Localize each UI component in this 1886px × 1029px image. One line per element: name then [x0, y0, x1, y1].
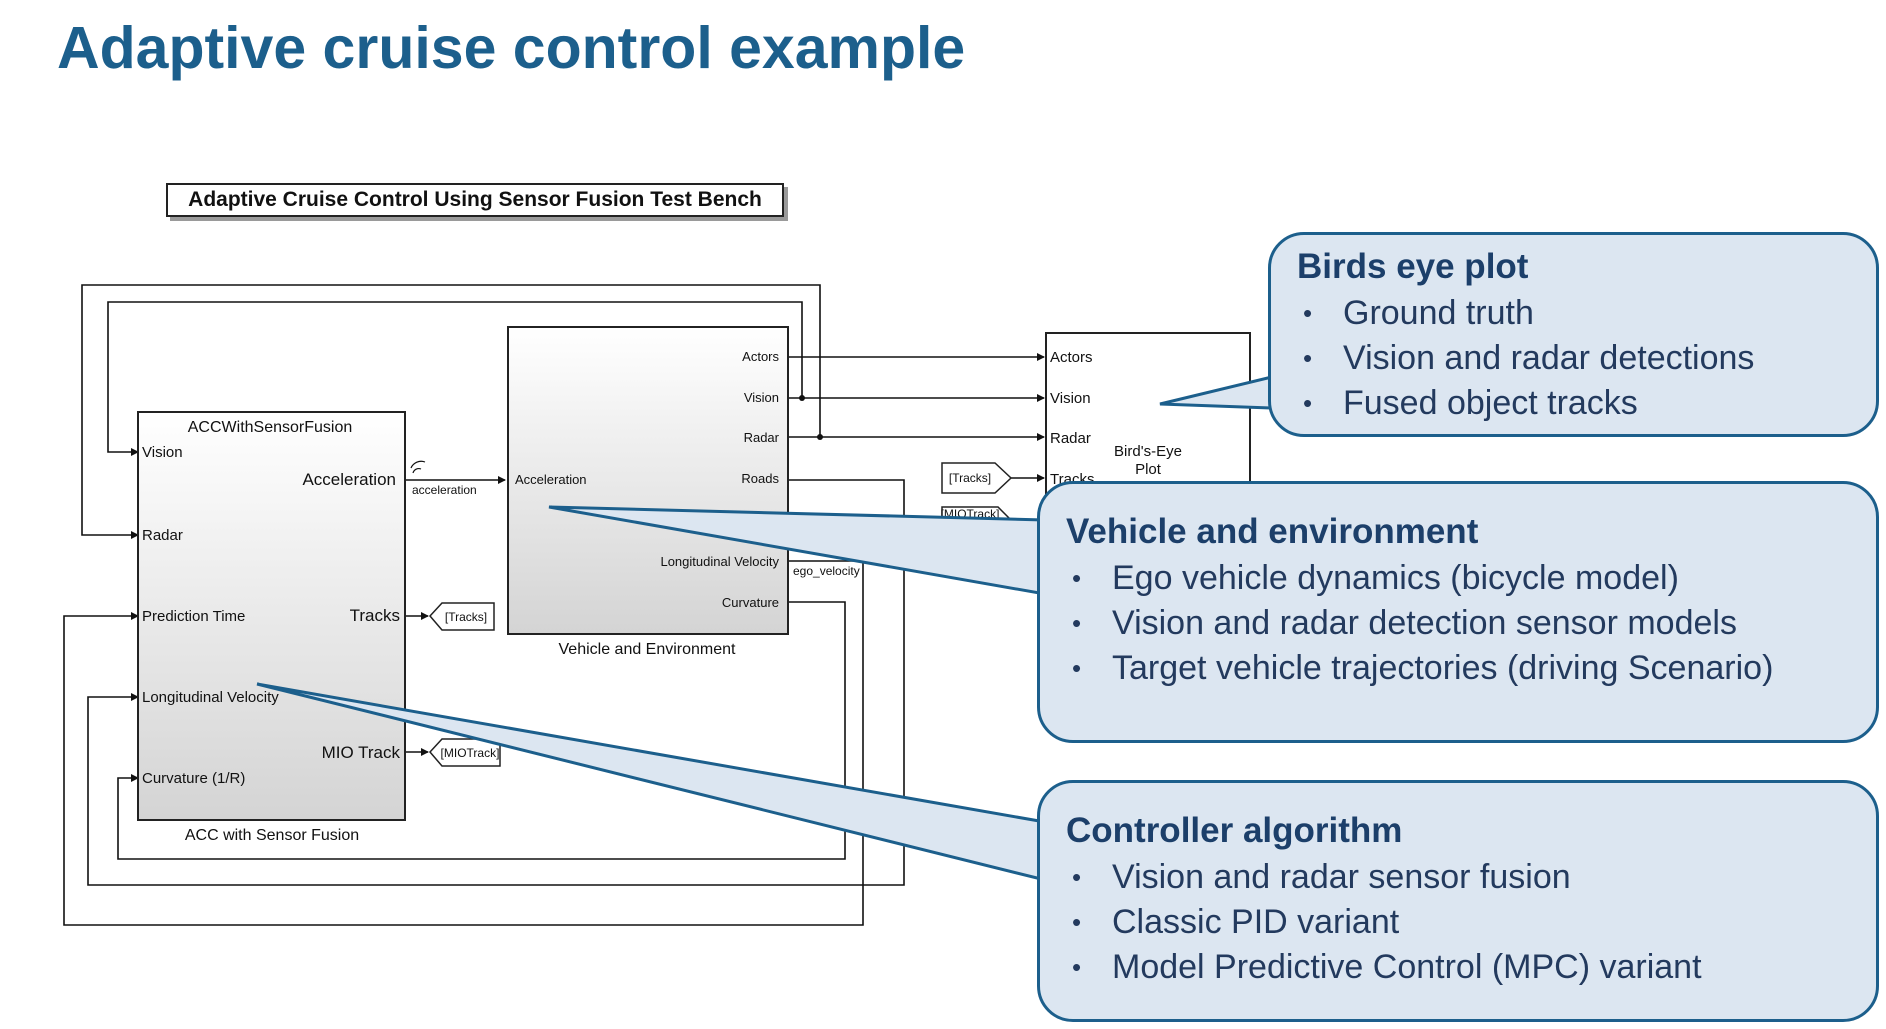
- callout-bullet: Target vehicle trajectories (driving Sce…: [1066, 646, 1850, 691]
- acc-block-header: ACCWithSensorFusion: [188, 419, 353, 436]
- acc-block[interactable]: ACCWithSensorFusion Vision Radar Predict…: [137, 411, 406, 844]
- svg-text:[Tracks]: [Tracks]: [949, 471, 991, 485]
- vehicle-input-acceleration: Acceleration: [515, 472, 587, 487]
- callout-heading: Vehicle and environment: [1066, 512, 1479, 551]
- acc-output-tracks: Tracks: [350, 606, 400, 625]
- callout-birds-eye-plot: Birds eye plot Ground truth Vision and r…: [1268, 232, 1879, 437]
- callout-bullet: Vision and radar detections: [1297, 336, 1850, 381]
- callout-vehicle-environment: Vehicle and environment Ego vehicle dyna…: [1037, 481, 1879, 743]
- birdseye-input-actors: Actors: [1050, 349, 1093, 366]
- callout-heading: Birds eye plot: [1297, 247, 1529, 286]
- signal-label-acceleration: acceleration: [412, 483, 477, 497]
- birdseye-name-line2: Plot: [1135, 461, 1162, 478]
- acc-output-mio-track: MIO Track: [322, 743, 401, 762]
- goto-tracks-tag: [Tracks]: [428, 602, 495, 631]
- birdseye-name-line1: Bird's-Eye: [1114, 443, 1182, 460]
- birds-eye-plot-block[interactable]: Actors Vision Radar Tracks Bird's-Eye Pl…: [1045, 332, 1251, 506]
- birdseye-input-vision: Vision: [1050, 390, 1091, 407]
- acc-input-radar: Radar: [142, 527, 183, 544]
- acc-input-vision: Vision: [142, 444, 183, 461]
- model-title-label: Adaptive Cruise Control Using Sensor Fus…: [166, 183, 784, 217]
- birdseye-input-radar: Radar: [1050, 430, 1091, 447]
- vehicle-block-name: Vehicle and Environment: [559, 641, 737, 658]
- acc-input-prediction-time: Prediction Time: [142, 608, 245, 625]
- vehicle-output-roads: Roads: [741, 471, 779, 486]
- vehicle-output-vision: Vision: [744, 390, 779, 405]
- callout-bullet: Fused object tracks: [1297, 381, 1850, 426]
- callout-bullet: Model Predictive Control (MPC) variant: [1066, 945, 1850, 990]
- acc-input-longitudinal-velocity: Longitudinal Velocity: [142, 689, 279, 706]
- signal-label-ego-velocity: ego_velocity: [793, 564, 860, 578]
- callout-bullet: Vision and radar sensor fusion: [1066, 855, 1850, 900]
- vehicle-environment-block[interactable]: Acceleration Actors Vision Radar Roads L…: [507, 326, 789, 658]
- callout-bullet: Classic PID variant: [1066, 900, 1850, 945]
- acc-block-name: ACC with Sensor Fusion: [185, 827, 359, 844]
- svg-text:[MIOTrack]: [MIOTrack]: [441, 746, 500, 760]
- acc-input-curvature: Curvature (1/R): [142, 770, 245, 787]
- callout-controller-algorithm: Controller algorithm Vision and radar se…: [1037, 780, 1879, 1022]
- callout-bullet: Ego vehicle dynamics (bicycle model): [1066, 556, 1850, 601]
- vehicle-output-longitudinal-velocity: Longitudinal Velocity: [660, 554, 779, 569]
- from-tracks-tag: [Tracks]: [941, 462, 1013, 494]
- vehicle-output-radar: Radar: [744, 430, 780, 445]
- slide-title: Adaptive cruise control example: [57, 15, 966, 81]
- vehicle-output-curvature: Curvature: [722, 595, 779, 610]
- svg-text:[Tracks]: [Tracks]: [445, 610, 487, 624]
- callout-bullet: Ground truth: [1297, 291, 1850, 336]
- wireless-icon: [410, 460, 426, 474]
- callout-heading: Controller algorithm: [1066, 811, 1403, 850]
- vehicle-output-actors: Actors: [742, 349, 779, 364]
- acc-output-acceleration: Acceleration: [302, 470, 396, 489]
- feedback-wires: [63, 284, 1045, 926]
- callout-bullet: Vision and radar detection sensor models: [1066, 601, 1850, 646]
